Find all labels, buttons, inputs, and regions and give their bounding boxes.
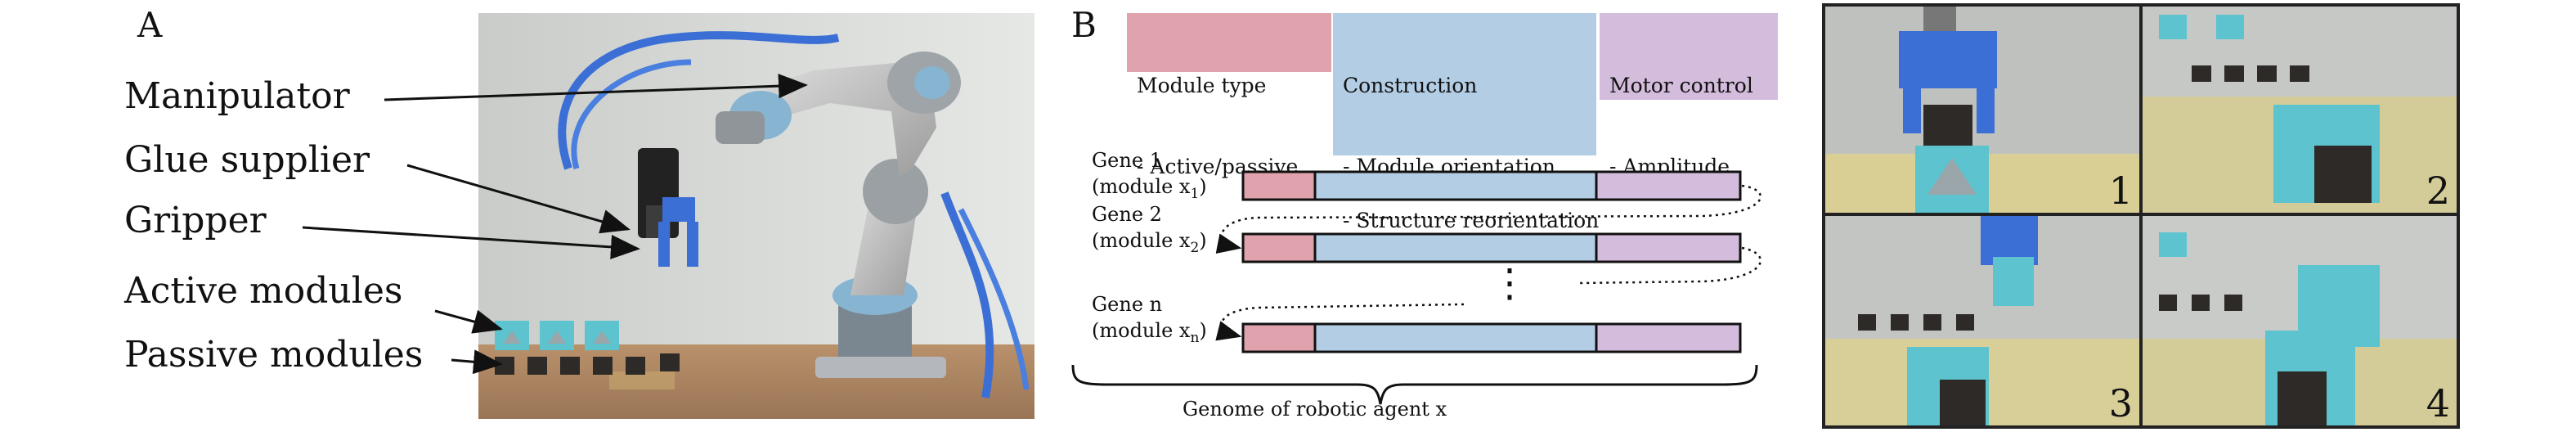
gene-1-sub: 1 [1190, 185, 1200, 202]
sequence-frame-1: 1 [1825, 7, 2139, 213]
gene-2-close: ) [1199, 229, 1207, 252]
panel-a-pointer-arrows [302, 74, 808, 375]
gene-1-label: Gene 1 (module x1) [1092, 147, 1207, 207]
gene-1-name: Gene 1 [1092, 149, 1162, 172]
gene-1-bar [1241, 170, 1742, 201]
label-passive-modules: Passive modules [124, 334, 424, 376]
header-module-type-title: Module type [1137, 74, 1267, 97]
header-motor-control-title: Motor control [1609, 74, 1753, 97]
robot-arm-photo [478, 13, 1034, 419]
header-construction-title: Construction [1343, 74, 1478, 97]
gene-2-sub: 2 [1190, 239, 1200, 256]
panel-a-letter: A [137, 5, 163, 45]
gene-n-bar [1241, 322, 1742, 353]
label-active-modules: Active modules [124, 270, 403, 312]
sequence-frame-4: 4 [2143, 216, 2457, 425]
arrow-passive-modules [451, 349, 503, 375]
arrow-active-modules [434, 309, 503, 334]
frame-number-1: 1 [2108, 169, 2133, 213]
label-manipulator: Manipulator [124, 75, 350, 117]
frame-number-2: 2 [2426, 169, 2450, 213]
gene-n-module: (module x [1092, 319, 1191, 342]
genome-diagram [1071, 170, 1762, 405]
label-gripper: Gripper [124, 200, 267, 241]
sequence-frame-3: 3 [1825, 216, 2139, 425]
arrow-glue-supplier [406, 164, 631, 234]
genome-brace [1071, 364, 1758, 405]
header-module-type: Module type - Active/passive [1127, 13, 1331, 178]
frame-number-3: 3 [2108, 381, 2133, 425]
gene-n-name: Gene n [1092, 293, 1163, 316]
gene-ellipsis: ⋮ [1490, 260, 1529, 306]
connector-1-2 [1215, 184, 1762, 254]
genome-caption: Genome of robotic agent x [1183, 398, 1447, 421]
arrow-manipulator [384, 74, 808, 101]
gene-n-close: ) [1199, 319, 1207, 342]
frame-number-4: 4 [2426, 381, 2450, 425]
gene-2-name: Gene 2 [1092, 203, 1162, 226]
gene-2-label: Gene 2 (module x2) [1092, 201, 1207, 261]
gene-1-close: ) [1199, 175, 1207, 198]
panel-b-letter: B [1071, 5, 1097, 45]
gene-2-module: (module x [1092, 229, 1191, 252]
gene-1-module: (module x [1092, 175, 1191, 198]
arrow-gripper [302, 226, 640, 259]
label-glue-supplier: Glue supplier [124, 139, 370, 181]
connector-2-dots [1577, 246, 1762, 285]
gene-n-sub: n [1190, 329, 1200, 346]
sequence-frame-2: 2 [2143, 7, 2457, 213]
gene-2-bar [1241, 232, 1742, 263]
robot-arm-illustration [478, 13, 1034, 419]
gene-n-label: Gene n (module xn) [1092, 291, 1207, 351]
